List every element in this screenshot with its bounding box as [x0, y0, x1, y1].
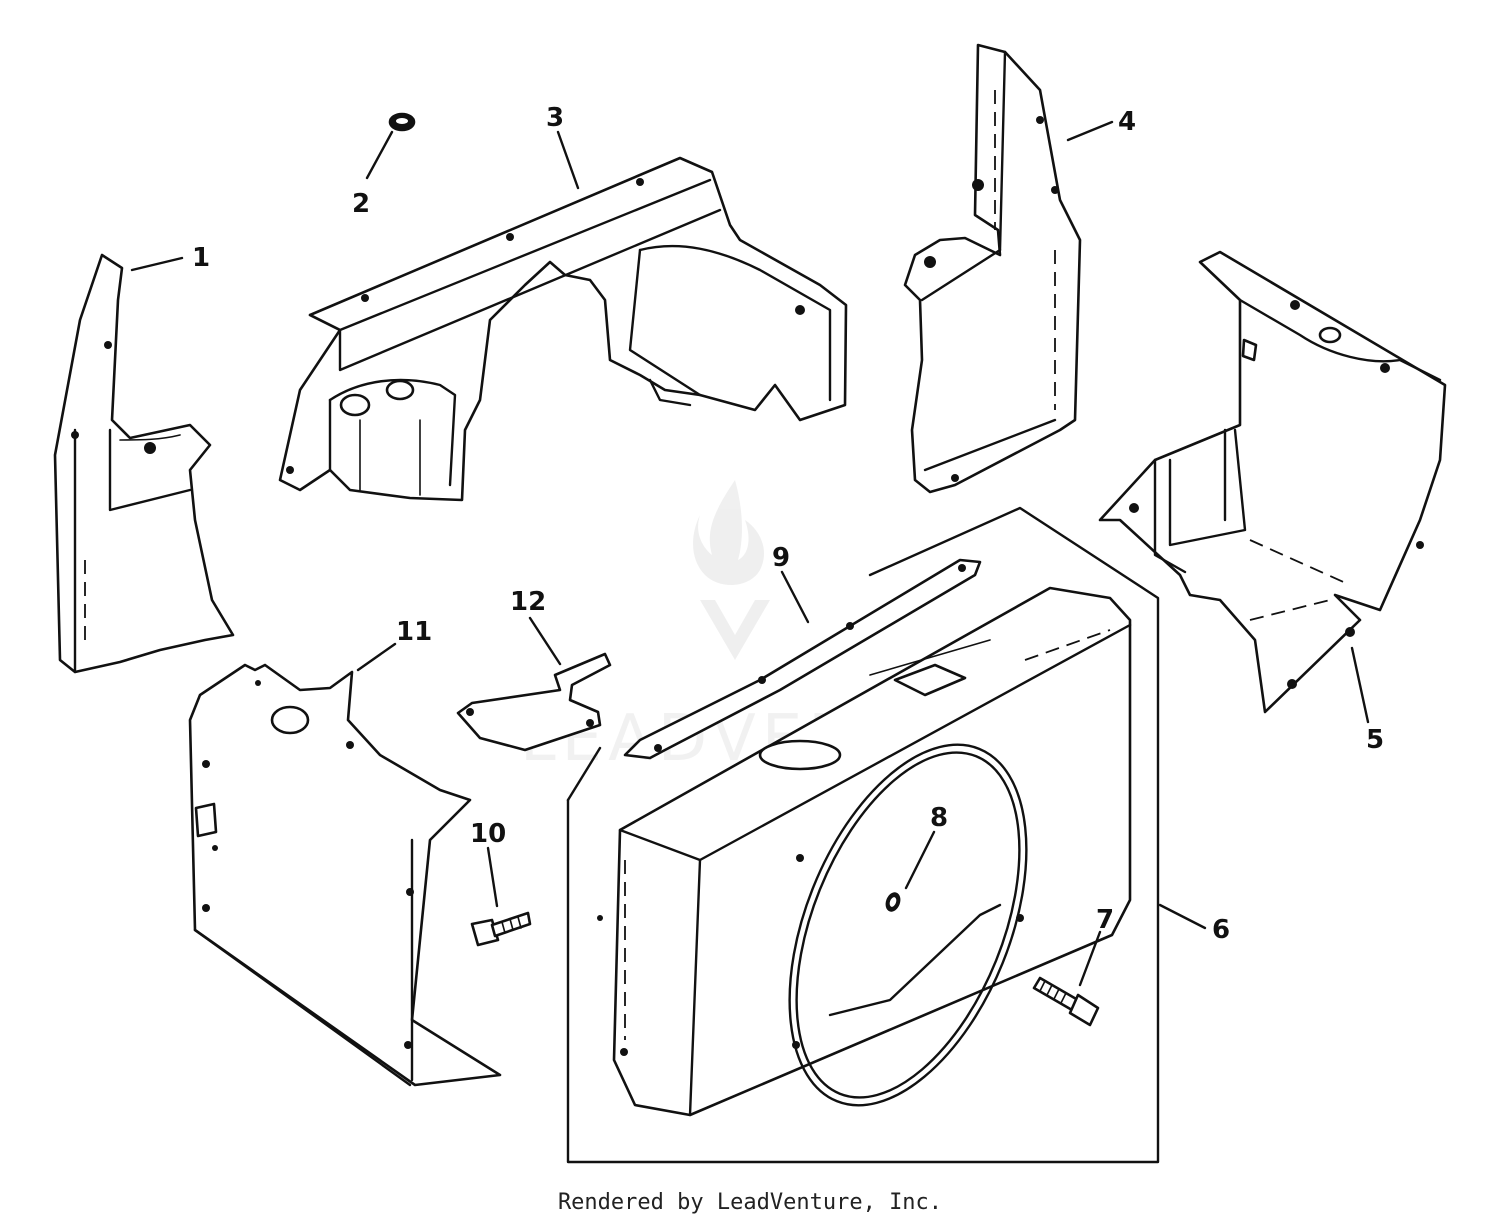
callout-6: 6 [1212, 915, 1230, 945]
part-1-left-shield[interactable] [53, 253, 235, 674]
callout-1: 1 [192, 243, 210, 273]
part-12-bracket[interactable] [456, 652, 612, 752]
part-4-right-upper-shield[interactable] [903, 43, 1082, 494]
callout-11: 11 [396, 617, 432, 647]
part-2-grommet[interactable] [388, 112, 416, 132]
callout-4: 4 [1118, 107, 1136, 137]
callout-7: 7 [1096, 905, 1114, 935]
part-5-right-lower-shield[interactable] [1098, 250, 1447, 714]
part-3-top-shroud[interactable] [278, 156, 848, 502]
part-6-blower-housing[interactable] [566, 506, 1160, 1164]
callout-2: 2 [352, 189, 370, 219]
part-7-bolt[interactable] [1032, 976, 1100, 1027]
leader-lines [130, 120, 1370, 987]
callout-3: 3 [546, 103, 564, 133]
part-11-left-lower-shield[interactable] [188, 663, 502, 1087]
callout-8: 8 [930, 803, 948, 833]
callout-9: 9 [772, 543, 790, 573]
callout-5: 5 [1366, 725, 1384, 755]
callout-10: 10 [470, 819, 506, 849]
part-10-bolt[interactable] [470, 911, 532, 947]
render-credit: Rendered by LeadVenture, Inc. [557, 1190, 943, 1215]
part-9-strip[interactable] [623, 558, 982, 760]
callout-12: 12 [510, 587, 546, 617]
part-8-insert[interactable] [883, 890, 903, 914]
callouts: 1 2 3 4 5 6 7 8 9 10 11 12 [192, 103, 1384, 945]
